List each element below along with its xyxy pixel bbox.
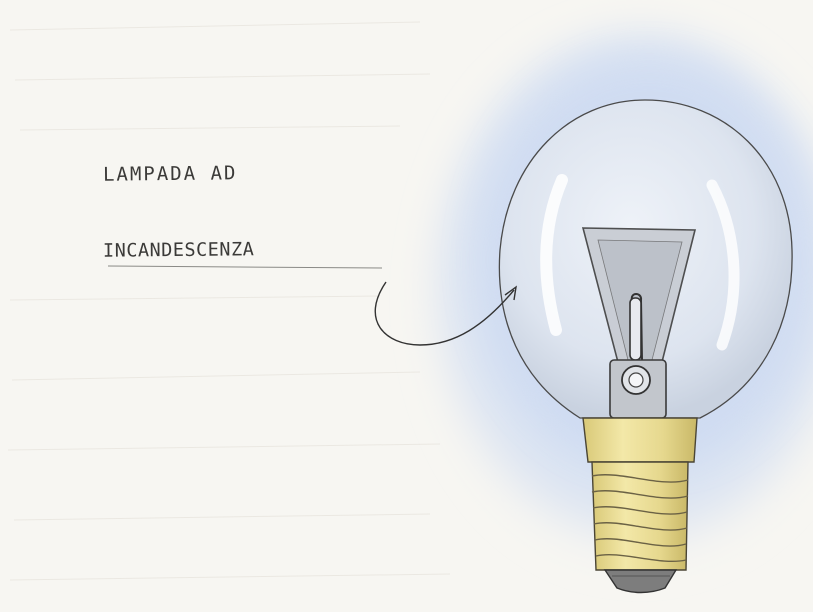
glass-highlight-right [706, 179, 740, 351]
glass-highlight-left [540, 174, 568, 336]
filament-wire [630, 293, 643, 361]
paper-texture [7, 21, 451, 581]
arrow-head-icon [504, 285, 517, 301]
stem-ring-inner [628, 372, 644, 388]
pointer-arrow [374, 281, 515, 346]
contact-tip [603, 569, 678, 594]
caption-line-1: LAMPADA AD [102, 162, 238, 186]
base-collar [582, 417, 698, 463]
screw-base [591, 461, 689, 571]
caption-underline [107, 265, 383, 269]
screw-threads [591, 474, 689, 563]
filament-core [629, 297, 642, 361]
caption-line-2: INCANDESCENZA [102, 239, 255, 262]
